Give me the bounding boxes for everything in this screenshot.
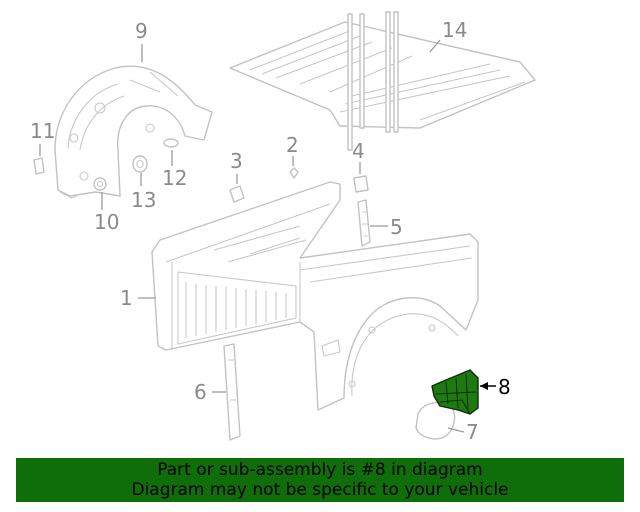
part-3-plug: [229, 185, 245, 203]
part-9-wheelhouse-liner: [54, 65, 213, 199]
callout-7: 7: [466, 420, 479, 444]
callout-12: 12: [162, 166, 187, 190]
part-14-bed-floor: [229, 11, 536, 151]
banner-line-1: Part or sub-assembly is #8 in diagram: [157, 460, 483, 480]
info-banner: Part or sub-assembly is #8 in diagram Di…: [16, 458, 624, 502]
part-11-clip: [33, 157, 45, 175]
leader-8-arrow: [480, 382, 488, 390]
callout-3: 3: [230, 149, 243, 173]
part-5-bracket: [357, 199, 371, 247]
part-7-fuel-door: [415, 401, 456, 440]
callout-9: 9: [135, 19, 148, 43]
callout-1: 1: [120, 286, 133, 310]
callout-5: 5: [390, 215, 403, 239]
part-4-cover: [353, 175, 369, 193]
leader-14: [429, 39, 441, 53]
callout-2: 2: [286, 133, 299, 157]
callout-14: 14: [442, 18, 467, 42]
callout-10: 10: [94, 210, 119, 234]
part-8-highlighted-assembly: [431, 369, 479, 415]
part-2-clip: [289, 167, 299, 179]
part-1-pickup-box: [151, 181, 479, 411]
part-6-strip: [223, 343, 241, 441]
banner-line-2: Diagram may not be specific to your vehi…: [131, 480, 509, 500]
part-13-plug: [132, 155, 148, 173]
callout-4: 4: [352, 139, 365, 163]
callout-6: 6: [194, 380, 207, 404]
callout-8: 8: [498, 375, 511, 399]
parts-diagram: 14 9 11 10 13 12 2 3: [30, 11, 536, 444]
callout-11: 11: [30, 119, 55, 143]
part-12-grommet: [163, 138, 179, 148]
part-10-fastener: [93, 177, 107, 191]
leader-7: [447, 427, 465, 433]
callout-13: 13: [131, 188, 156, 212]
